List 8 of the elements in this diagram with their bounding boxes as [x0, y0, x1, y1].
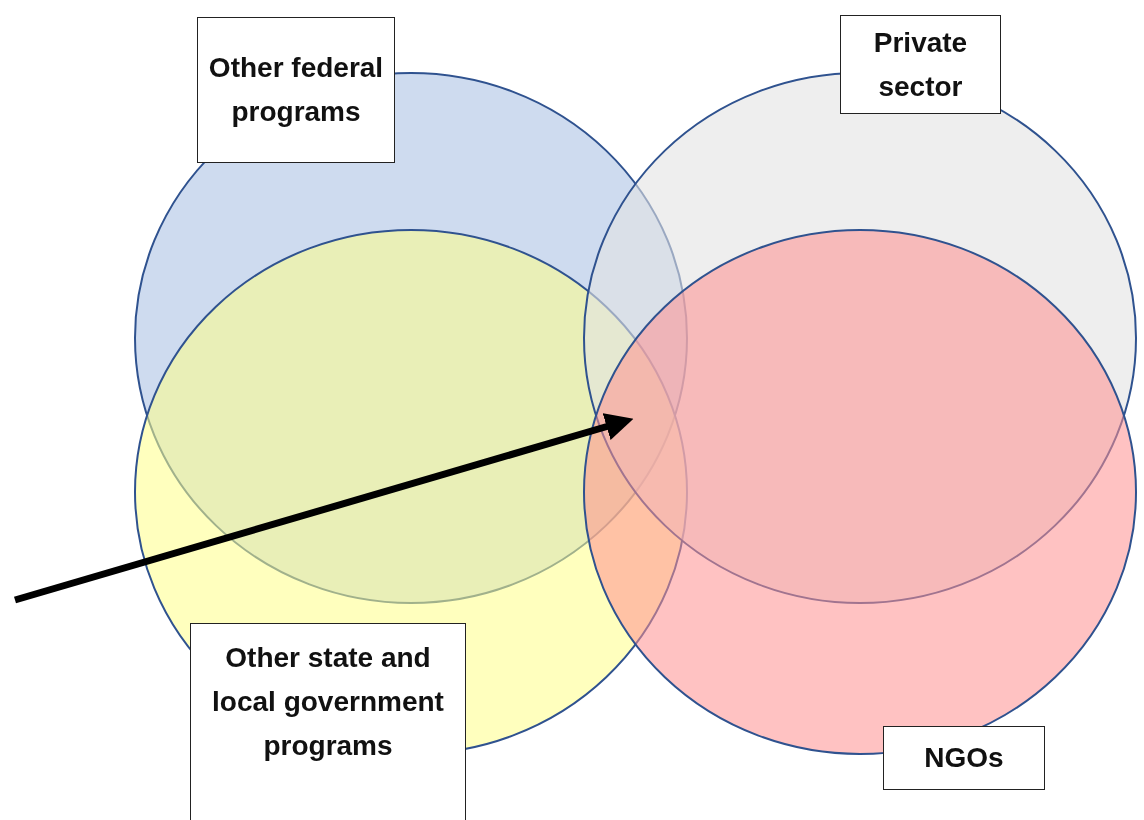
label-box	[190, 623, 466, 820]
label-text: Other federal programs	[207, 51, 385, 129]
label-box	[197, 17, 395, 163]
label-box	[840, 15, 1001, 114]
label-text: Private sector	[872, 25, 969, 104]
label-text: NGOs	[924, 741, 1004, 775]
label-text: Other state and local government programs	[211, 641, 445, 763]
label-box	[883, 726, 1045, 790]
